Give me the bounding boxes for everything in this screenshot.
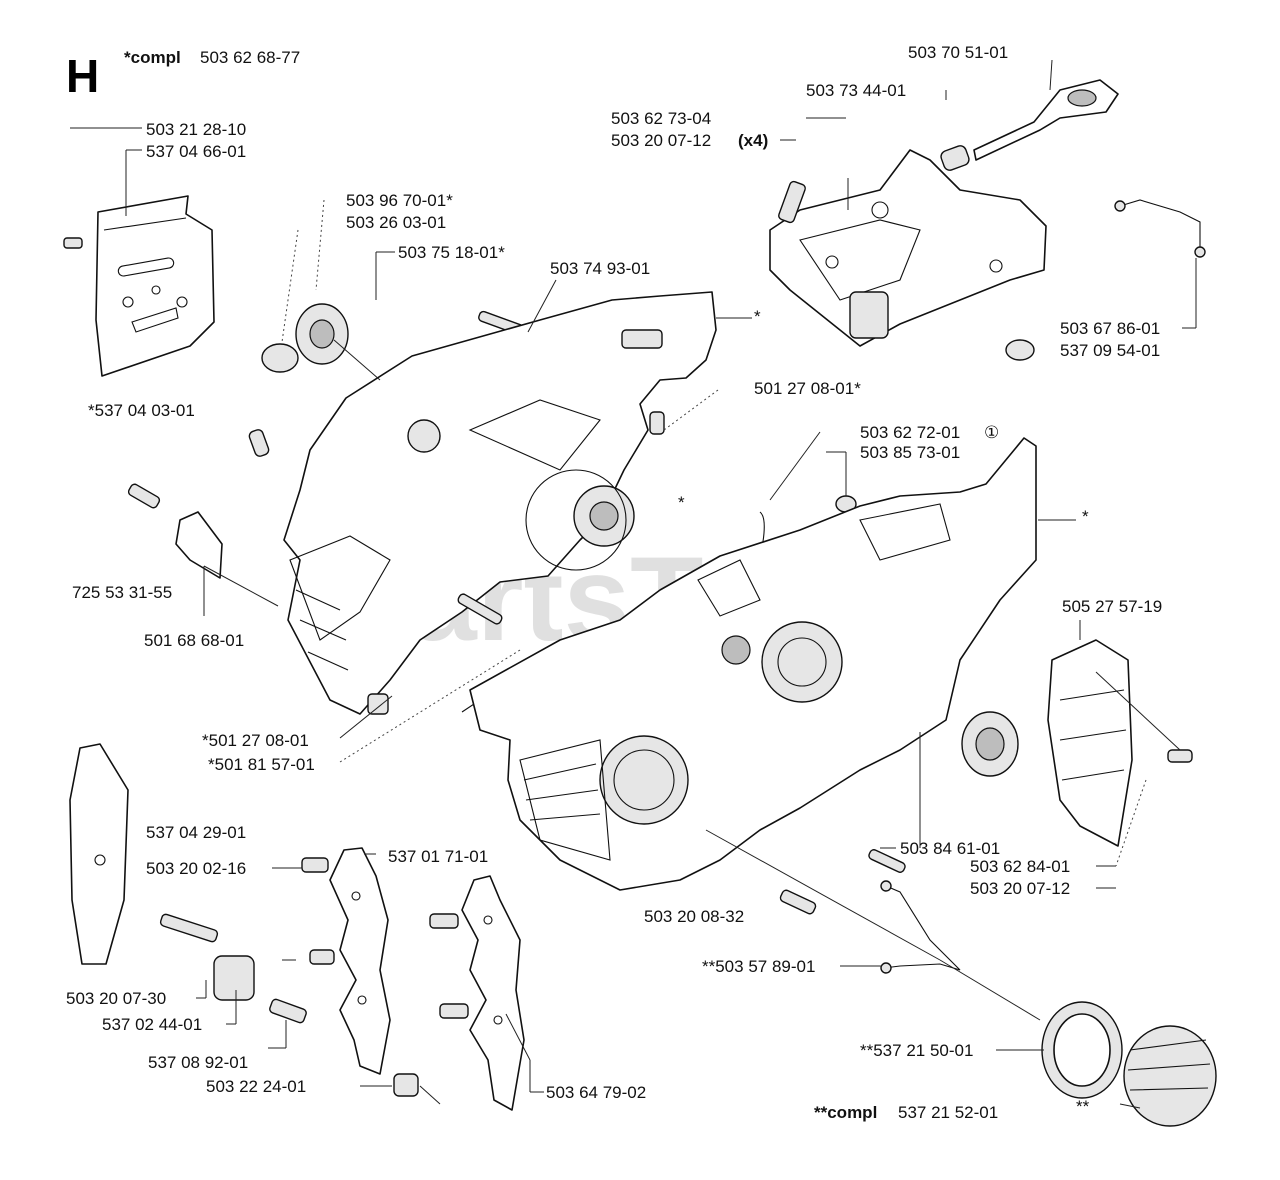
right-crankcase-part (469, 437, 1037, 891)
tube-part (649, 411, 857, 513)
tank-housing-part (769, 149, 1047, 347)
label-503-67-86-01: 503 67 86-01 (1060, 319, 1160, 338)
label-503-26-03-01: 503 26 03-01 (346, 213, 446, 232)
label-503-64-79-02: 503 64 79-02 (546, 1083, 646, 1102)
label-x4: (x4) (738, 131, 768, 150)
label-503-70-51-01: 503 70 51-01 (908, 43, 1008, 62)
label-503-84-61-01: 503 84 61-01 (900, 839, 1000, 858)
clamp-part (127, 483, 223, 579)
fuel-hose-part (880, 880, 961, 974)
bumper-spike-part (329, 847, 525, 1111)
label-537-04-66-01: 537 04 66-01 (146, 142, 246, 161)
label-503-96-70-01: 503 96 70-01* (346, 191, 453, 210)
fuel-tube-part (1114, 199, 1206, 258)
label-star-2: * (678, 493, 685, 512)
label-503-85-73-01: 503 85 73-01 (860, 443, 960, 462)
fuel-cap-part (1123, 1025, 1217, 1127)
side-plate-part (63, 195, 215, 377)
label-537-09-54-01: 537 09 54-01 (1060, 341, 1160, 360)
label-compl-2-number: 537 21 52-01 (898, 1103, 998, 1122)
label-503-20-02-16: 503 20 02-16 (146, 859, 246, 878)
left-crankcase-part (283, 291, 717, 715)
label-star-3: * (1082, 507, 1089, 526)
label-503-20-07-12-x4: 503 20 07-12 (611, 131, 711, 150)
label-circled-1: ① (984, 423, 999, 442)
label-503-57-89-01: **503 57 89-01 (702, 957, 815, 976)
label-503-22-24-01: 503 22 24-01 (206, 1077, 306, 1096)
bottom-screws-part (159, 857, 817, 1097)
label-537-01-71-01: 537 01 71-01 (388, 847, 488, 866)
label-501-68-68-01: 501 68 68-01 (144, 631, 244, 650)
section-letter: H (66, 50, 99, 102)
compl-number: 503 62 68-77 (200, 48, 300, 67)
label-505-27-57-19: 505 27 57-19 (1062, 597, 1162, 616)
label-star-star: ** (1076, 1097, 1090, 1116)
label-537-21-50-01: **537 21 50-01 (860, 1041, 973, 1060)
label-503-62-84-01: 503 62 84-01 (970, 857, 1070, 876)
bushing-part (1005, 339, 1035, 361)
label-537-04-03-01: *537 04 03-01 (88, 401, 195, 420)
long-plate-part (69, 743, 129, 965)
label-503-62-72-01: 503 62 72-01 (860, 423, 960, 442)
label-compl-2-prefix: **compl (814, 1103, 877, 1122)
label-503-20-07-12-b: 503 20 07-12 (970, 879, 1070, 898)
label-725-53-31-55: 725 53 31-55 (72, 583, 172, 602)
label-503-62-73-04: 503 62 73-04 (611, 109, 711, 128)
grommet-part (940, 145, 970, 171)
label-537-08-92-01: 537 08 92-01 (148, 1053, 248, 1072)
compl-label: *compl (124, 48, 181, 67)
top-handle-part (973, 79, 1119, 161)
seal-ring-part (1041, 1001, 1123, 1099)
label-501-81-57-01: *501 81 57-01 (208, 755, 315, 774)
label-503-20-08-32: 503 20 08-32 (644, 907, 744, 926)
label-501-27-08-01-b: *501 27 08-01 (202, 731, 309, 750)
screw-2-part (868, 849, 906, 873)
label-503-73-44-01: 503 73 44-01 (806, 81, 906, 100)
label-503-21-28-10: 503 21 28-10 (146, 120, 246, 139)
label-503-20-07-30: 503 20 07-30 (66, 989, 166, 1008)
label-501-27-08-01-star: 501 27 08-01* (754, 379, 861, 398)
pin-part (248, 429, 270, 457)
bearing-part (261, 303, 349, 373)
label-star-1: * (754, 307, 761, 326)
leader-lines (70, 59, 1197, 1109)
label-537-04-29-01: 537 04 29-01 (146, 823, 246, 842)
right-cover-part (1047, 639, 1193, 847)
label-537-02-44-01: 537 02 44-01 (102, 1015, 202, 1034)
seal-part (961, 711, 1019, 777)
label-503-75-18-01: 503 75 18-01* (398, 243, 505, 262)
label-503-74-93-01: 503 74 93-01 (550, 259, 650, 278)
